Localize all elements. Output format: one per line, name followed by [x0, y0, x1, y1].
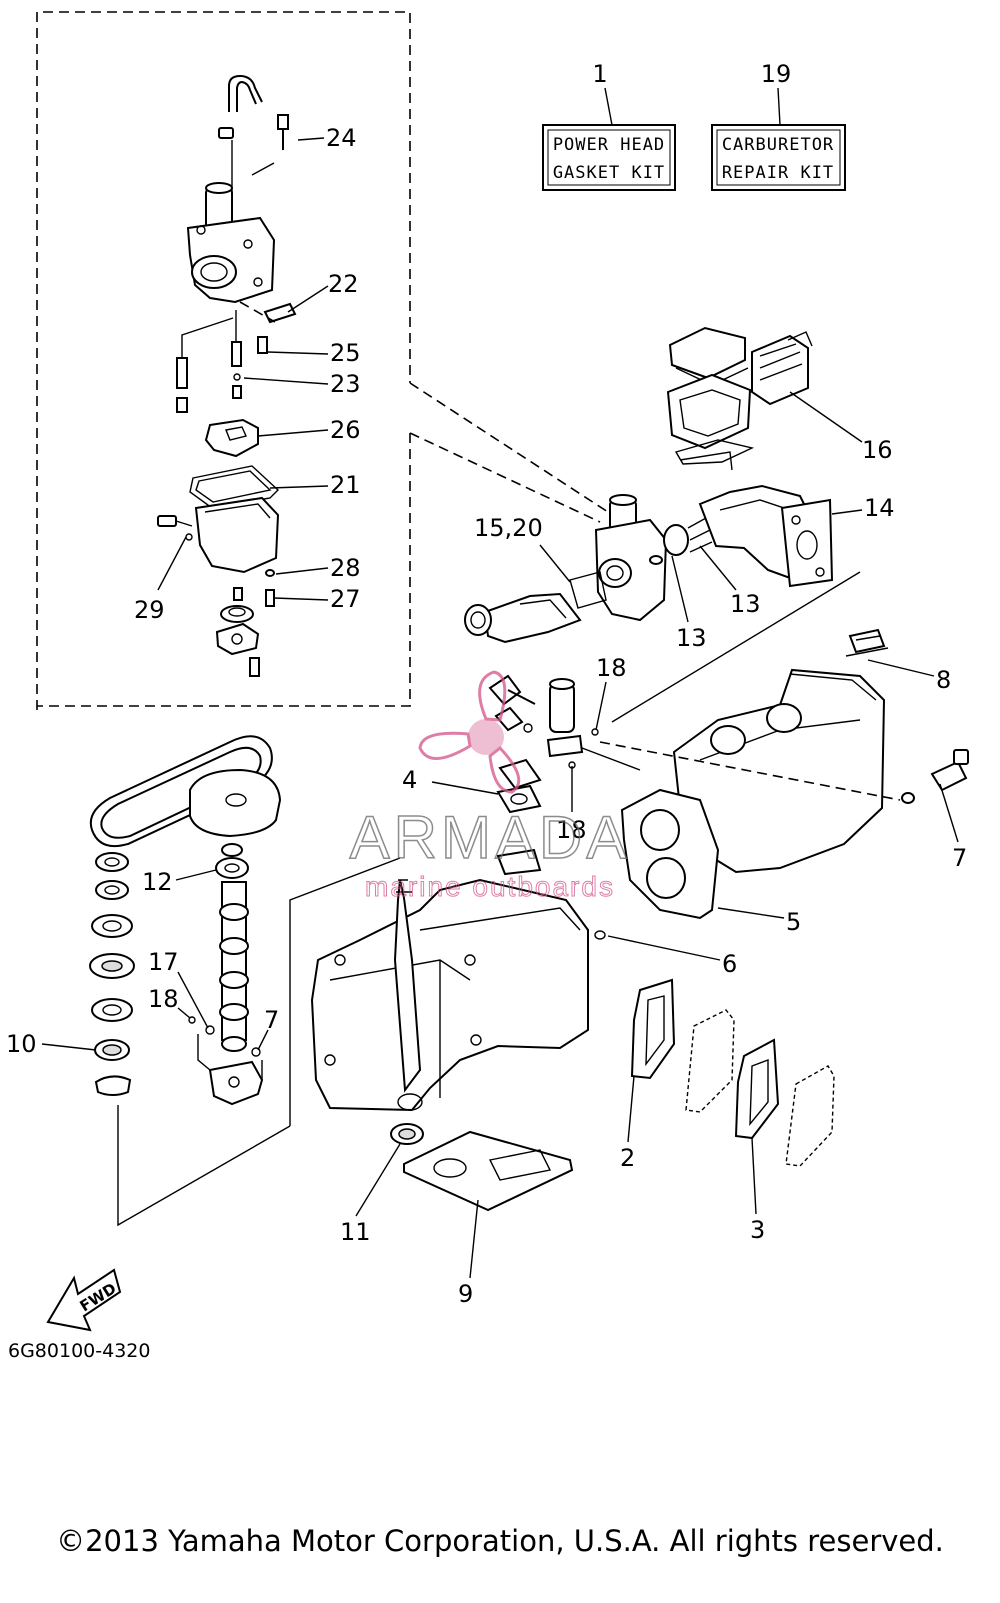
callout-leaders — [41, 137, 959, 1279]
fwd-arrow: FWD — [46, 1268, 122, 1332]
kit-box-carburetor: CARBURETOR REPAIR KIT — [711, 87, 846, 191]
cylinder-head-cover — [672, 668, 886, 874]
watermark-brand: ARMADA — [350, 804, 631, 871]
carburetor-pointer-lines — [409, 382, 609, 523]
callout-labels: 1 19 24 22 25 23 26 21 28 27 29 16 14 15… — [6, 60, 967, 1308]
callout-25: 25 — [330, 339, 361, 367]
exhaust-cover-b — [785, 1065, 835, 1167]
crankcase-block — [310, 878, 606, 1112]
copyright-notice: ©2013 Yamaha Motor Corporation, U.S.A. A… — [56, 1524, 944, 1558]
callout-17: 17 — [148, 948, 179, 976]
flywheel-pulley — [189, 768, 282, 838]
callout-24: 24 — [326, 124, 357, 152]
kit-line1: CARBURETOR — [722, 135, 834, 155]
callout-12: 12 — [142, 868, 173, 896]
callout-6: 6 — [722, 950, 737, 978]
callout-9: 9 — [458, 1280, 473, 1308]
callout-18c: 18 — [148, 985, 179, 1013]
callout-13a: 13 — [730, 590, 761, 618]
head-gasket — [620, 788, 720, 920]
oil-seal — [390, 1123, 424, 1145]
callout-27: 27 — [330, 585, 361, 613]
thermostat-cap — [845, 628, 889, 657]
oil-pump-base — [188, 1016, 264, 1106]
callout-28: 28 — [330, 554, 361, 582]
callout-14: 14 — [864, 494, 895, 522]
carburetor-detail-box — [36, 11, 411, 710]
camshaft — [215, 843, 249, 1052]
washer-stack — [89, 852, 135, 1096]
callout-18a: 18 — [596, 654, 627, 682]
callout-19: 19 — [761, 60, 792, 88]
kit-line1: POWER HEAD — [553, 135, 665, 155]
callout-26: 26 — [330, 416, 361, 444]
base-gasket — [403, 1130, 574, 1212]
callout-15-20: 15,20 — [474, 514, 543, 542]
callout-3: 3 — [750, 1216, 765, 1244]
callout-11: 11 — [340, 1218, 371, 1246]
callout-7a: 7 — [952, 844, 967, 872]
callout-4: 4 — [402, 766, 417, 794]
kit-line2: GASKET KIT — [553, 163, 665, 183]
propeller-logo — [418, 670, 521, 794]
callout-10: 10 — [6, 1030, 37, 1058]
watermark-tagline: marine outboards — [365, 871, 615, 902]
kit-line2: REPAIR KIT — [722, 163, 834, 183]
intake-manifold — [611, 484, 861, 723]
callout-29: 29 — [134, 596, 165, 624]
callout-16: 16 — [862, 436, 893, 464]
exhaust-cover-a — [685, 1009, 735, 1113]
carburetor-assembled — [464, 494, 668, 644]
callout-23: 23 — [330, 370, 361, 398]
armada-watermark: ARMADA marine outboards — [349, 670, 631, 903]
callout-7b: 7 — [264, 1006, 279, 1034]
callout-2: 2 — [620, 1144, 635, 1172]
callout-13b: 13 — [676, 624, 707, 652]
callout-18b: 18 — [556, 816, 587, 844]
reed-valve-assembly — [666, 326, 813, 471]
callout-22: 22 — [328, 270, 359, 298]
callout-21: 21 — [330, 471, 361, 499]
block-leader-lines — [117, 857, 401, 1227]
callout-1: 1 — [592, 60, 607, 88]
callout-5: 5 — [786, 908, 801, 936]
part-number: 6G80100-4320 — [8, 1340, 151, 1362]
exhaust-gasket-b — [734, 1038, 780, 1140]
water-pipe-bolts — [488, 674, 641, 771]
timing-belt — [89, 735, 273, 848]
carburetor-exploded — [157, 74, 297, 677]
kit-box-power-head: POWER HEAD GASKET KIT — [542, 87, 676, 191]
sensor-plug — [599, 741, 969, 804]
callout-8: 8 — [936, 666, 951, 694]
exhaust-gasket-a — [630, 978, 676, 1080]
